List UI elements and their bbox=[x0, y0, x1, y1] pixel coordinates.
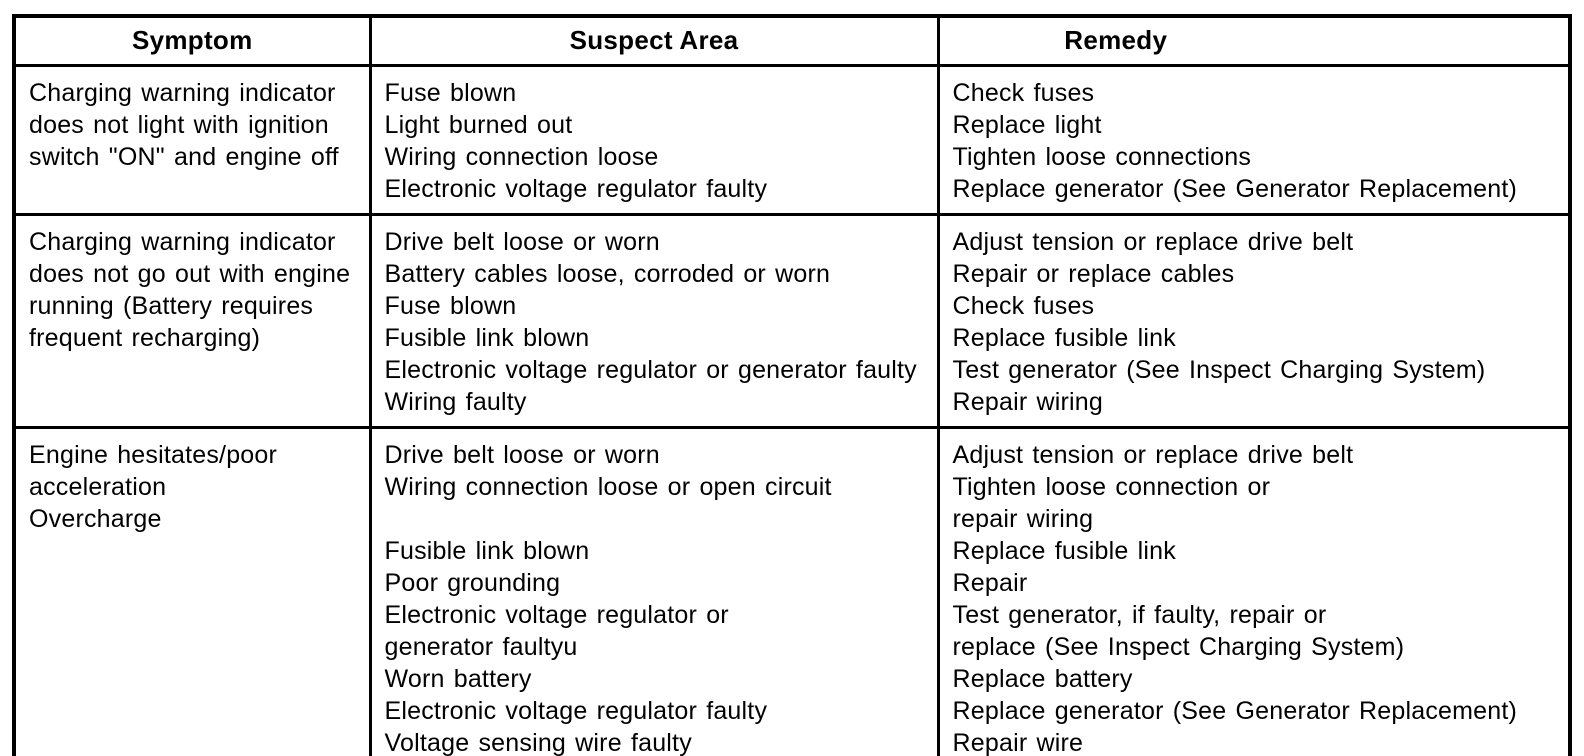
table-header-row: Symptom Suspect Area Remedy bbox=[12, 14, 1572, 67]
header-symptom: Symptom bbox=[12, 14, 372, 67]
table-row: Engine hesitates/poor acceleration Overc… bbox=[12, 426, 1572, 756]
header-remedy: Remedy bbox=[936, 14, 1572, 67]
table-row: Charging warning indicator does not ligh… bbox=[12, 64, 1572, 216]
symptom-cell: Charging warning indicator does not ligh… bbox=[12, 64, 372, 216]
suspect-cell: Drive belt loose or worn Wiring connecti… bbox=[368, 426, 940, 756]
header-suspect-area: Suspect Area bbox=[368, 14, 940, 67]
symptom-cell: Engine hesitates/poor acceleration Overc… bbox=[12, 426, 372, 756]
suspect-cell: Fuse blown Light burned out Wiring conne… bbox=[368, 64, 940, 216]
remedy-cell: Check fuses Replace light Tighten loose … bbox=[936, 64, 1572, 216]
table-row: Charging warning indicator does not go o… bbox=[12, 213, 1572, 429]
troubleshooting-table: Symptom Suspect Area Remedy Charging war… bbox=[12, 14, 1572, 756]
remedy-cell: Adjust tension or replace drive belt Tig… bbox=[936, 426, 1572, 756]
symptom-cell: Charging warning indicator does not go o… bbox=[12, 213, 372, 429]
remedy-cell: Adjust tension or replace drive belt Rep… bbox=[936, 213, 1572, 429]
table-body: Charging warning indicator does not ligh… bbox=[12, 64, 1572, 756]
suspect-cell: Drive belt loose or worn Battery cables … bbox=[368, 213, 940, 429]
